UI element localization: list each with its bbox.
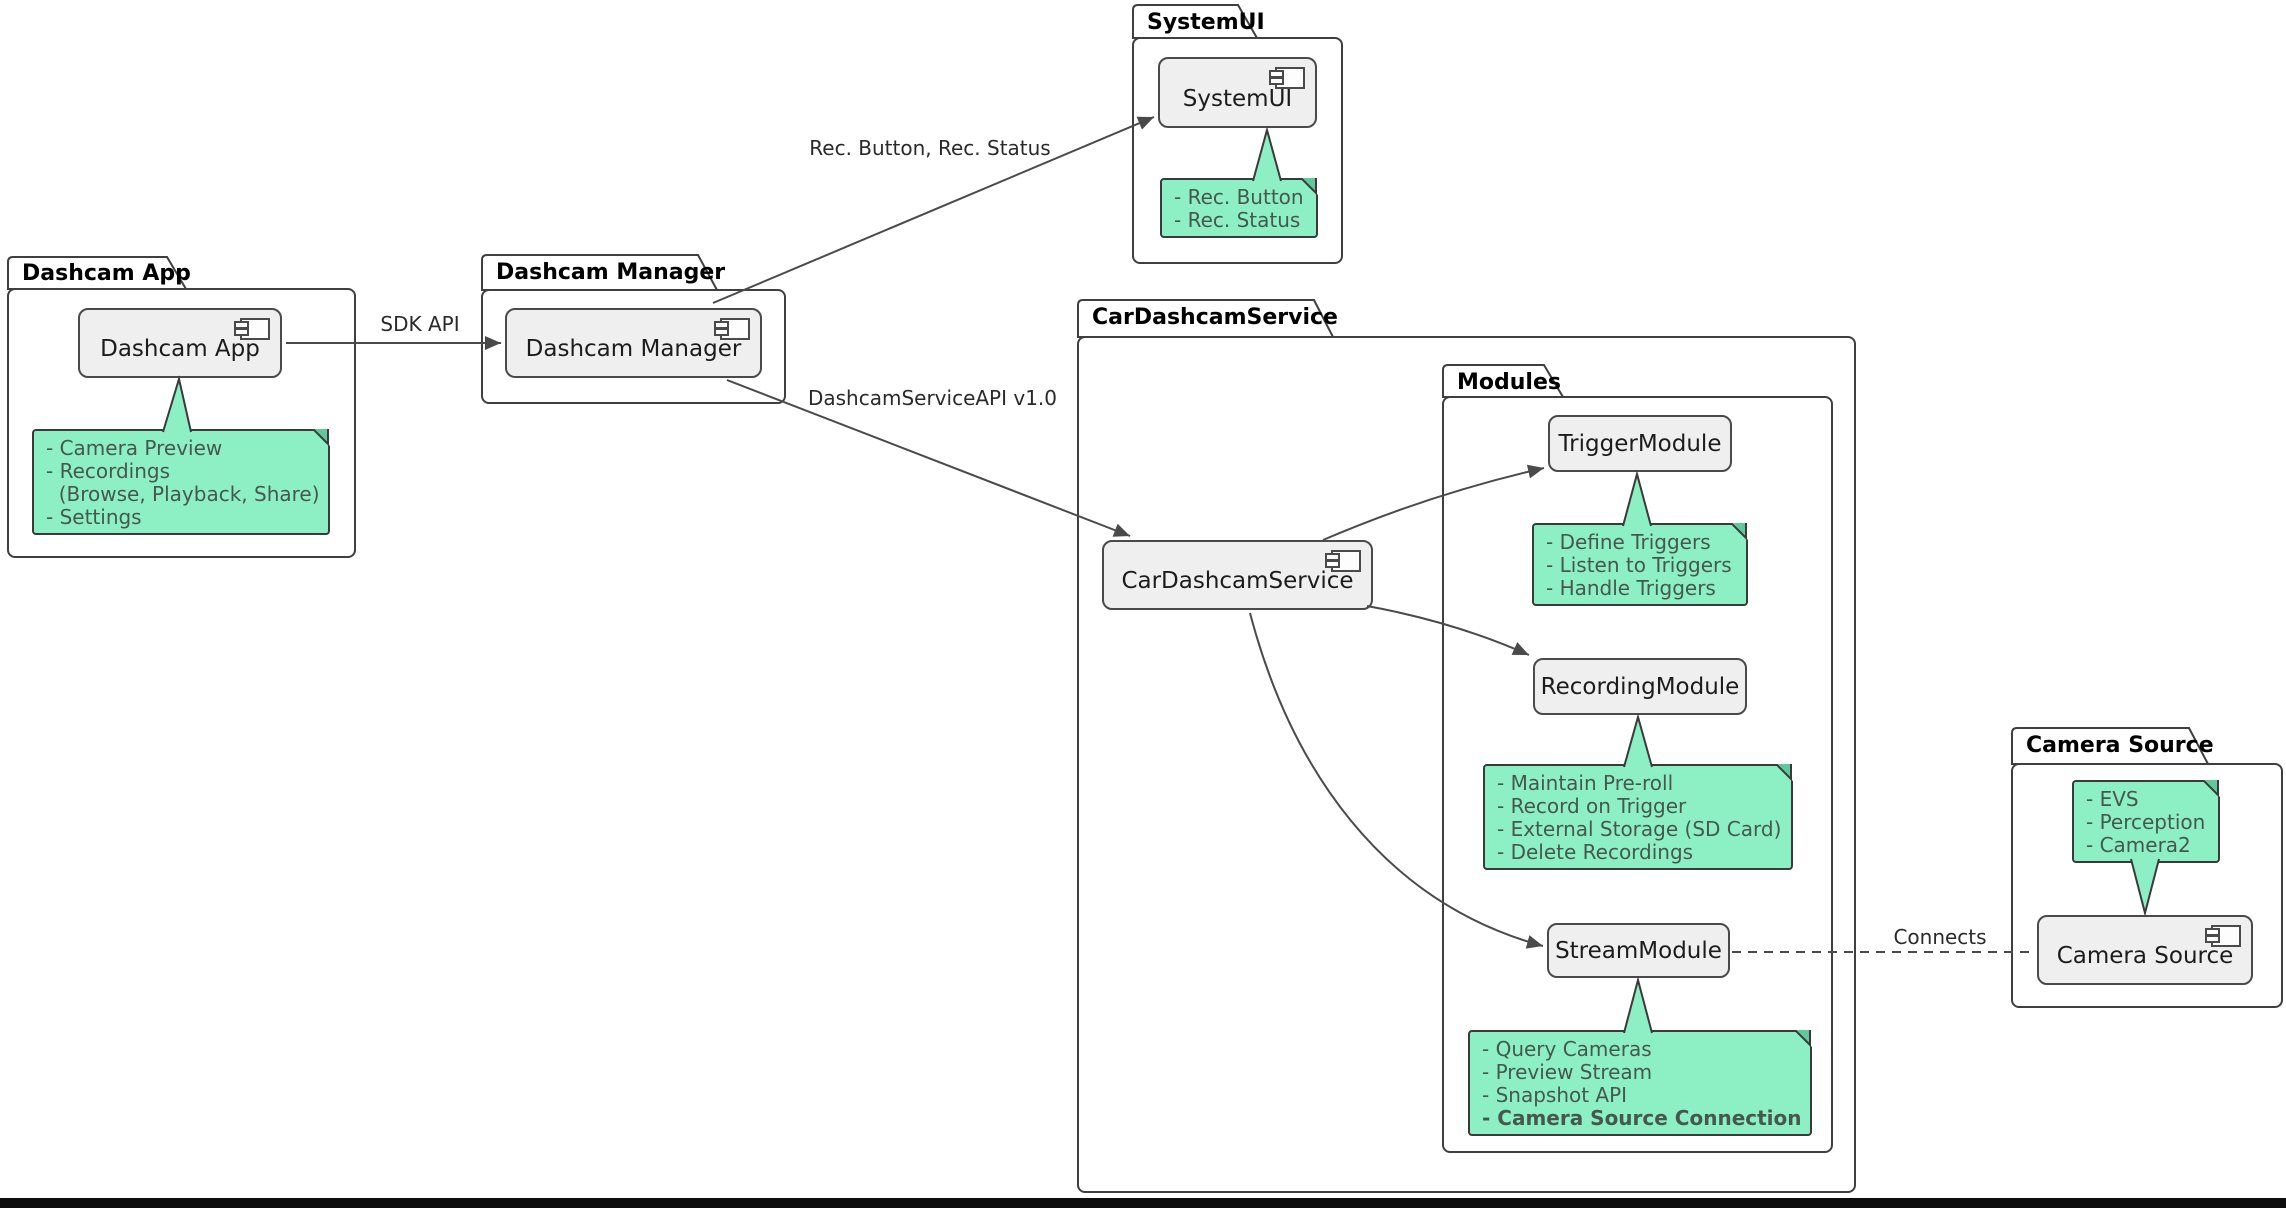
component-icon (1325, 550, 1361, 572)
note-tail-trigger (1622, 470, 1652, 527)
component-label: RecordingModule (1540, 673, 1740, 700)
note-triggermodule: - Define Triggers - Listen to Triggers -… (1532, 523, 1748, 606)
note-line: - Recordings (46, 459, 171, 483)
component-label: SystemUI (1182, 85, 1293, 112)
note-tail-stream (1623, 976, 1653, 1034)
note-fold-icon (1795, 1030, 1812, 1047)
note-tail-camera-source (2130, 858, 2160, 917)
note-fold-icon (2203, 780, 2220, 797)
component-triggermodule: TriggerModule (1548, 415, 1732, 472)
note-line: - Listen to Triggers (1546, 553, 1732, 577)
component-camera-source: Camera Source (2037, 915, 2253, 985)
note-camera-source: - EVS - Perception - Camera2 (2072, 780, 2220, 863)
package-title-dashcam-app: Dashcam App (22, 261, 191, 286)
package-title-cardashcamservice: CarDashcamService (1092, 305, 1338, 330)
edge-label-dashcamserviceapi: DashcamServiceAPI v1.0 (807, 386, 1058, 410)
component-label: CarDashcamService (1121, 568, 1354, 594)
note-line: - Camera Preview (46, 436, 223, 460)
note-recordingmodule: - Maintain Pre-roll - Record on Trigger … (1483, 764, 1793, 870)
bottom-bar (0, 1198, 2286, 1208)
note-fold-icon (1731, 523, 1748, 540)
note-fold-icon (1301, 178, 1318, 195)
note-streammodule: - Query Cameras - Preview Stream - Snaps… (1468, 1030, 1812, 1136)
package-title-systemui: SystemUI (1147, 10, 1265, 35)
note-line: - Camera2 (2086, 833, 2191, 857)
note-line: - EVS (2086, 787, 2139, 811)
note-line: - Snapshot API (1482, 1083, 1628, 1107)
component-icon (1269, 67, 1305, 89)
component-label: Dashcam Manager (525, 336, 742, 362)
component-label: StreamModule (1555, 937, 1722, 964)
component-label: Dashcam App (100, 336, 260, 362)
package-title-dashcam-manager: Dashcam Manager (496, 260, 726, 285)
note-line: - External Storage (SD Card) (1497, 817, 1782, 841)
note-systemui: - Rec. Button - Rec. Status (1160, 178, 1318, 238)
component-icon (714, 318, 750, 340)
note-dashcam-app: - Camera Preview - Recordings (Browse, P… (32, 429, 330, 535)
note-line: - Perception (2086, 810, 2206, 834)
note-fold-icon (1776, 764, 1793, 781)
note-line: - Preview Stream (1482, 1060, 1653, 1084)
edge-label-rec-button-status: Rec. Button, Rec. Status (809, 136, 1051, 160)
component-streammodule: StreamModule (1547, 923, 1730, 978)
note-line: (Browse, Playback, Share) (46, 482, 320, 506)
edge-label-connects: Connects (1893, 925, 1987, 949)
note-tail-systemui (1252, 126, 1282, 182)
note-line: - Record on Trigger (1497, 794, 1687, 818)
note-line: - Maintain Pre-roll (1497, 771, 1674, 795)
component-cardashcamservice: CarDashcamService (1102, 540, 1373, 610)
arrow-service-to-trigger (1322, 464, 1545, 541)
component-label: Camera Source (2056, 943, 2234, 969)
note-line: - Rec. Button (1174, 185, 1304, 209)
note-fold-icon (313, 429, 330, 446)
component-icon (234, 318, 270, 340)
component-icon (2205, 925, 2241, 947)
package-title-camera-source: Camera Source (2026, 733, 2214, 758)
edge-label-sdk-api: SDK API (380, 312, 460, 336)
note-line: - Delete Recordings (1497, 840, 1694, 864)
note-line-bold: - Camera Source Connection (1482, 1106, 1802, 1130)
component-dashcam-manager: Dashcam Manager (505, 308, 762, 378)
note-tail-recording (1623, 713, 1653, 768)
arrow-service-to-recording (1366, 605, 1530, 656)
note-line: - Rec. Status (1174, 208, 1301, 232)
note-line: - Handle Triggers (1546, 576, 1716, 600)
note-line: - Settings (46, 505, 142, 529)
component-systemui: SystemUI (1158, 57, 1317, 128)
note-line: - Query Cameras (1482, 1037, 1652, 1061)
note-tail-dashcam-app (162, 375, 192, 433)
component-label: TriggerModule (1558, 430, 1722, 457)
component-recordingmodule: RecordingModule (1533, 658, 1747, 715)
component-dashcam-app: Dashcam App (78, 308, 282, 378)
note-line: - Define Triggers (1546, 530, 1711, 554)
package-title-modules: Modules (1457, 370, 1561, 395)
